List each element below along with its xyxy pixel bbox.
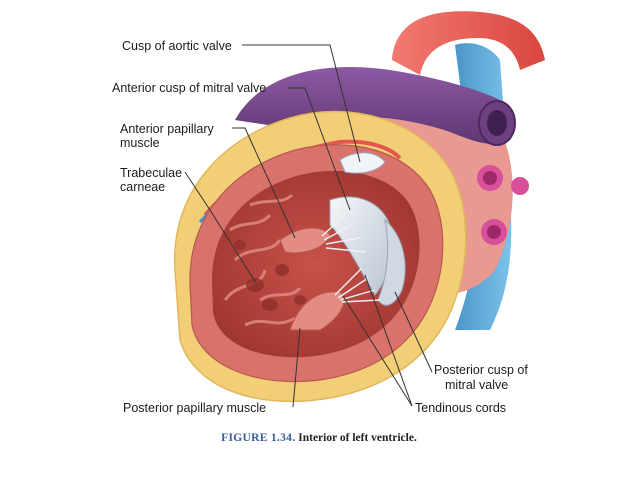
label-tendinous-cords: Tendinous cords (415, 401, 507, 415)
label-trabeculae-line2: carneae (120, 180, 166, 194)
leader-anterior-papillary (232, 127, 296, 239)
figure-caption: FIGURE 1.34. Interior of left ventricle. (0, 432, 638, 444)
figure-number: FIGURE 1.34. (221, 432, 296, 444)
label-posterior-cusp-line2: mitral valve (445, 378, 509, 392)
leader-trabeculae (184, 171, 257, 284)
leader-posterior-cusp (394, 291, 433, 373)
posterior-mitral-cusp (377, 218, 406, 306)
leader-cusp-aortic (242, 44, 361, 163)
label-anterior-cusp-mitral: Anterior cusp of mitral valve (112, 81, 267, 95)
tendinous-cords (321, 214, 381, 303)
aorta (392, 11, 545, 75)
label-cusp-aortic-valve: Cusp of aortic valve (122, 39, 232, 53)
figure-title: Interior of left ventricle. (298, 432, 417, 444)
aortic-valve-cusp (339, 152, 386, 174)
leader-tendinous-1 (342, 295, 413, 407)
label-posterior-papillary: Posterior papillary muscle (123, 401, 267, 415)
trabeculae-texture (223, 193, 302, 327)
posterior-papillary-muscle (289, 291, 345, 331)
label-anterior-papillary-line1: Anterior papillary (120, 122, 214, 136)
leader-anterior-cusp-mitral (288, 87, 351, 211)
pulmonary-vein-3 (511, 177, 529, 195)
anterior-papillary-muscle (279, 227, 331, 254)
label-posterior-cusp-line1: Posterior cusp of (434, 363, 528, 377)
leader-lines (184, 44, 433, 408)
label-trabeculae-line1: Trabeculae (120, 166, 183, 180)
leader-posterior-papillary (292, 327, 301, 408)
leader-tendinous-2 (364, 274, 413, 407)
label-anterior-papillary-line2: muscle (120, 136, 160, 150)
